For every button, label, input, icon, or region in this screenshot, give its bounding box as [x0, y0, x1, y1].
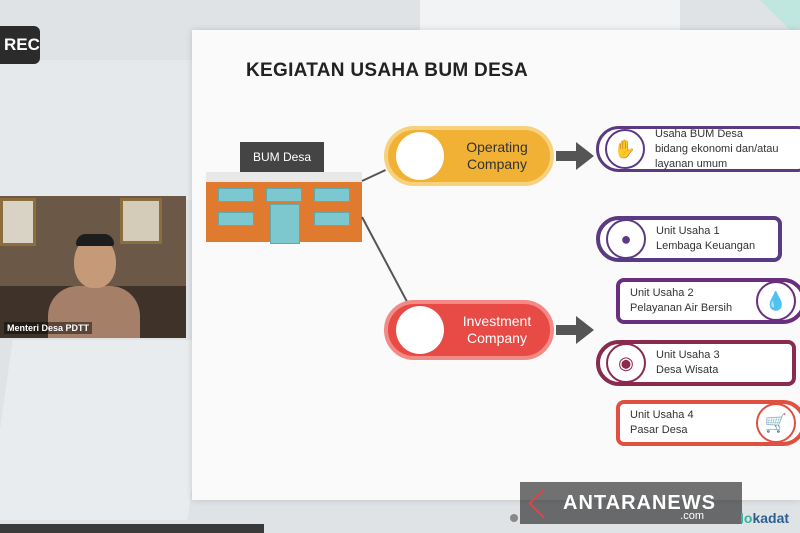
lokadata-logo: lokadat: [740, 510, 789, 526]
operating-company-pill: Operating Company: [384, 126, 554, 186]
window: [314, 212, 350, 226]
arrow-shaft: [556, 325, 578, 335]
card-line: Usaha BUM Desa: [655, 127, 744, 140]
investment-company-pill: Investment Company: [384, 300, 554, 360]
arrow-shaft: [556, 151, 578, 161]
speaker-avatar: [48, 234, 140, 338]
card-unit-usaha-2: 💧 Unit Usaha 2 Pelayanan Air Bersih: [616, 278, 800, 324]
building-facade: [206, 182, 362, 244]
coins-icon: ●: [606, 219, 646, 259]
webcam-video: Menteri Desa PDTT: [0, 196, 186, 338]
speaker-body: [48, 286, 140, 338]
background-shape: [420, 0, 680, 30]
arrow-right-icon: [576, 142, 594, 170]
wall-frame: [0, 198, 36, 246]
card-line: Desa Wisata: [656, 364, 719, 376]
bottom-bar: [0, 524, 264, 533]
window: [266, 188, 302, 202]
card-line: bidang ekonomi dan/atau: [655, 142, 779, 155]
antaranews-watermark: ANTARANEWS .com: [520, 482, 742, 524]
building-roof: [206, 172, 362, 182]
circle-icon: [396, 132, 444, 180]
arrow-right-icon: [576, 316, 594, 344]
investment-label-line2: Company: [467, 330, 527, 346]
lokadata-rest: kadat: [752, 510, 790, 526]
wall-frame: [120, 198, 162, 244]
webcam-caption: Menteri Desa PDTT: [4, 322, 93, 334]
card-line: Unit Usaha 1: [656, 225, 720, 237]
card-line: Pasar Desa: [630, 424, 688, 436]
connector-line: [361, 169, 386, 182]
slide-title: KEGIATAN USAHA BUM DESA: [246, 60, 529, 81]
connector-line: [361, 216, 410, 306]
building-sign: BUM Desa: [240, 142, 324, 172]
antara-logo-icon: [528, 487, 559, 519]
card-line: layanan umum: [655, 157, 728, 170]
operating-label-line1: Operating: [466, 139, 528, 155]
slide-indicator-dot: [510, 514, 518, 522]
door: [270, 204, 300, 244]
window: [314, 188, 350, 202]
watermark-brand: ANTARANEWS: [563, 491, 716, 514]
bum-desa-building-icon: BUM Desa: [206, 142, 362, 244]
card-usaha-bum-desa: ✋ Usaha BUM Desa bidang ekonomi dan/atau…: [596, 126, 800, 172]
cart-icon: 🛒: [756, 403, 796, 443]
card-unit-usaha-1: ● Unit Usaha 1 Lembaga Keuangan: [596, 216, 782, 262]
circle-icon: [396, 306, 444, 354]
recording-indicator: REC: [0, 26, 40, 64]
investment-label-line1: Investment: [462, 313, 532, 329]
presentation-slide: KEGIATAN USAHA BUM DESA BUM Desa Operati…: [192, 30, 800, 500]
background-shape: [0, 340, 213, 520]
lokadata-lo: lo: [740, 510, 753, 526]
window: [218, 188, 254, 202]
card-unit-usaha-3: ◉ Unit Usaha 3 Desa Wisata: [596, 340, 796, 386]
card-line: Pelayanan Air Bersih: [630, 302, 733, 314]
background-shape: [0, 60, 200, 200]
speaker-cap: [76, 234, 114, 246]
card-line: Unit Usaha 2: [630, 287, 694, 299]
card-line: Unit Usaha 4: [630, 409, 694, 421]
card-unit-usaha-4: 🛒 Unit Usaha 4 Pasar Desa: [616, 400, 800, 446]
card-line: Unit Usaha 3: [656, 349, 720, 361]
camera-icon: ◉: [606, 343, 646, 383]
watermark-suffix: .com: [680, 510, 704, 522]
water-drop-icon: 💧: [756, 281, 796, 321]
hand-coin-icon: ✋: [605, 129, 645, 169]
card-line: Lembaga Keuangan: [656, 240, 756, 252]
operating-label-line2: Company: [467, 156, 527, 172]
window: [218, 212, 254, 226]
